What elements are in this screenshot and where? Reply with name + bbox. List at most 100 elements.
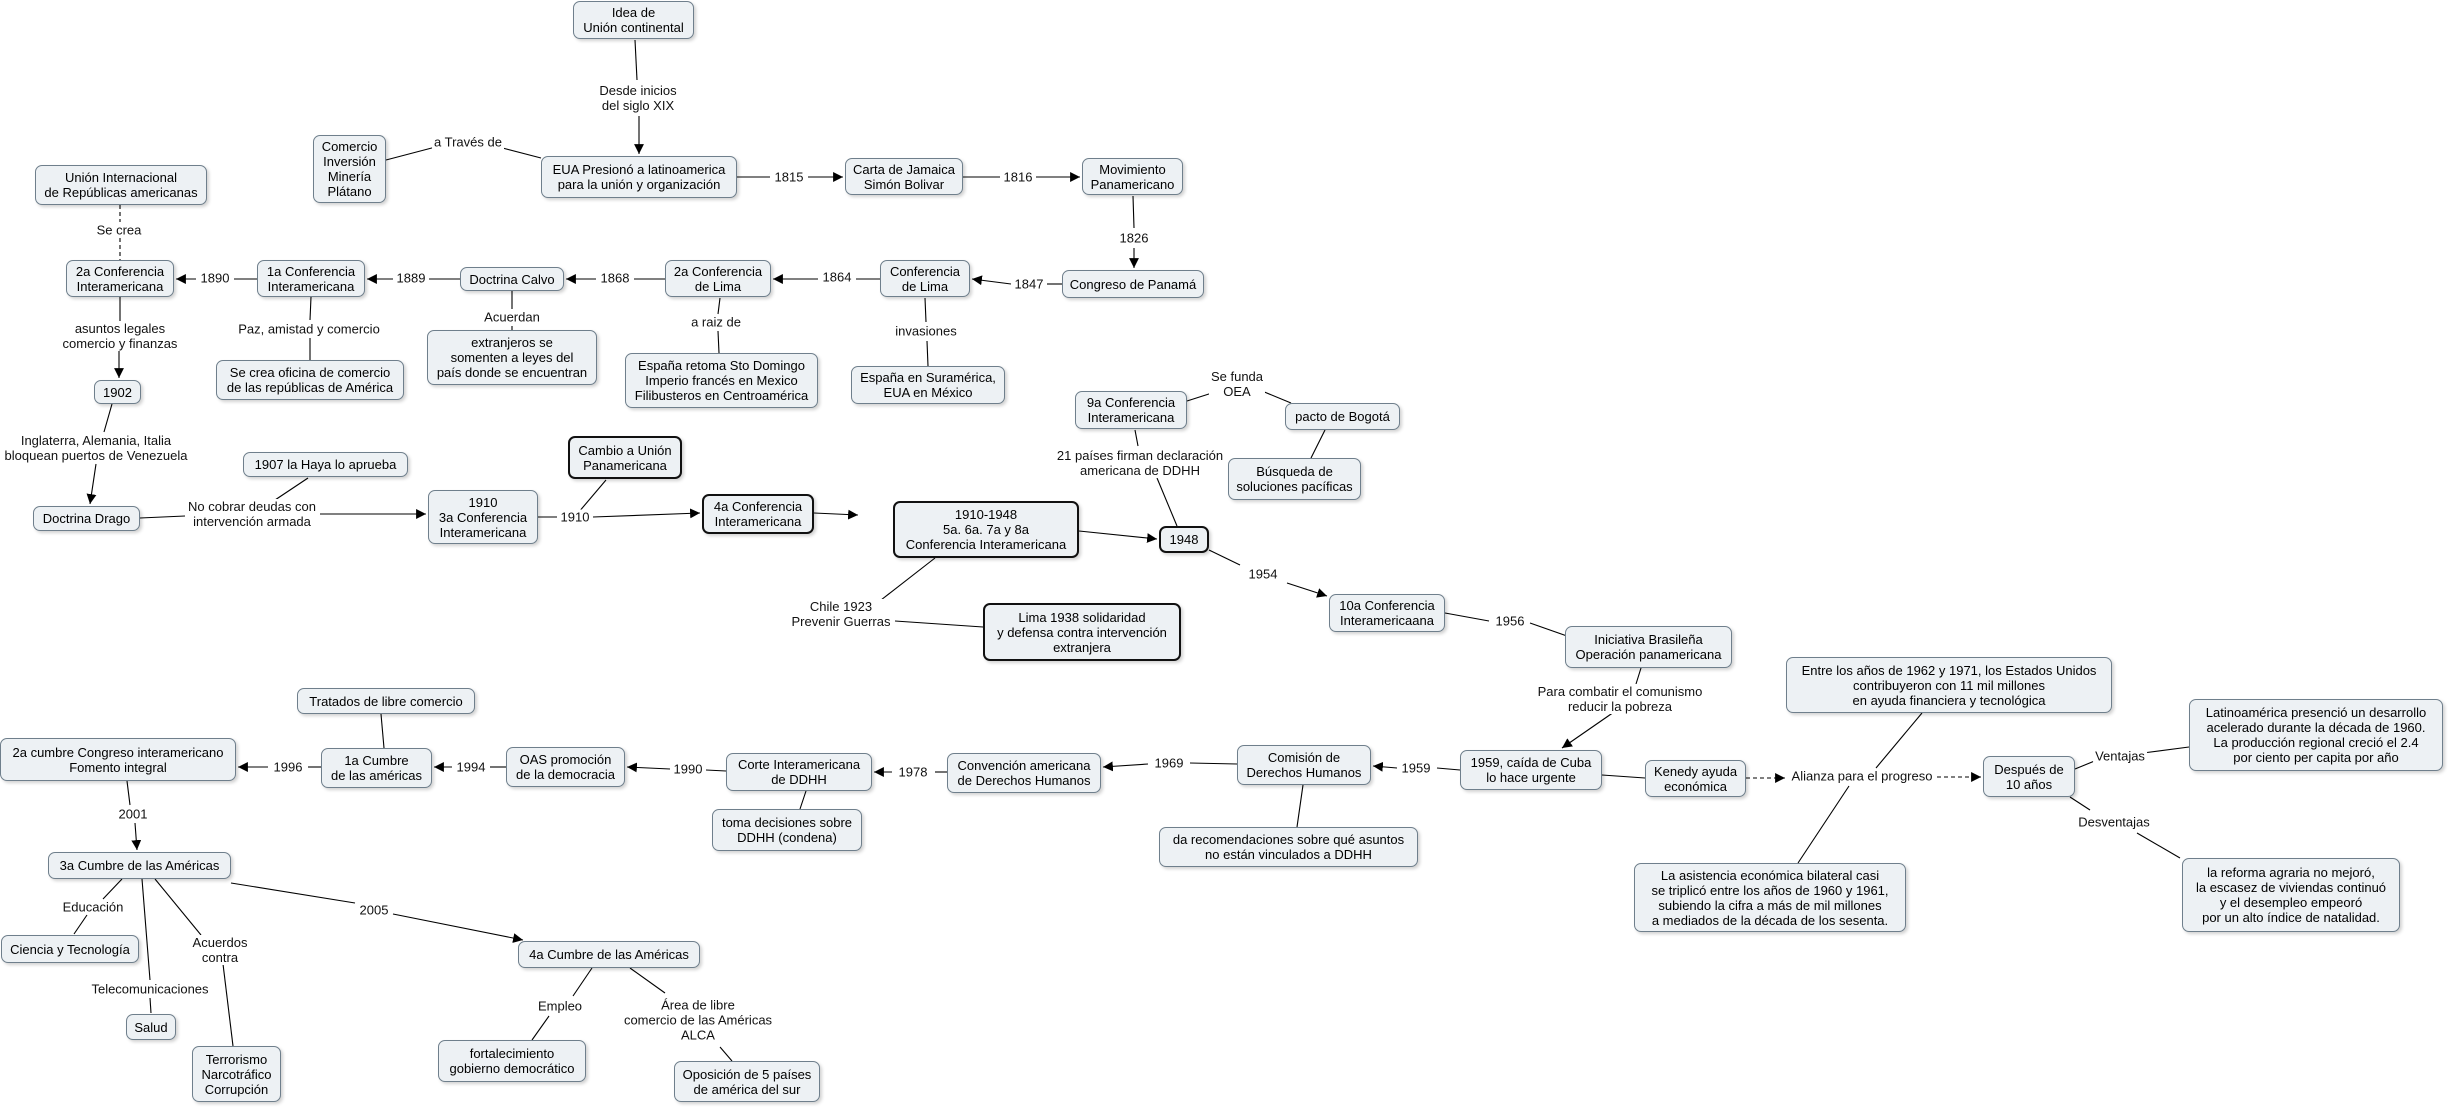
node-label: 1902 <box>103 384 132 400</box>
connector-line <box>1102 761 1149 772</box>
node-espana-suramerica[interactable]: España en Suramérica, EUA en México <box>851 366 1005 404</box>
node-comision-ddhh[interactable]: Comisión de Derechos Humanos <box>1237 745 1371 785</box>
node-9a-conferencia[interactable]: 9a Conferencia Interamericana <box>1075 391 1187 429</box>
connector-line <box>971 275 1012 286</box>
node-label: Congreso de Panamá <box>1069 276 1197 292</box>
node-tratados-libre-comercio[interactable]: Tratados de libre comercio <box>297 688 475 714</box>
node-reforma-agraria[interactable]: la reforma agraria no mejoró, la escasez… <box>2182 858 2400 932</box>
node-cambio-union-panamericana[interactable]: Cambio a Unión Panamericana <box>568 436 682 479</box>
connector-line <box>1132 195 1135 229</box>
node-label: 3a Cumbre de las Américas <box>59 858 220 873</box>
connector-line <box>154 878 202 936</box>
node-conferencia-lima[interactable]: Conferencia de Lima <box>880 260 970 297</box>
connector-line <box>126 780 131 806</box>
node-kenedy[interactable]: Kenedy ayuda económica <box>1645 760 1746 797</box>
node-1948[interactable]: 1948 <box>1159 526 1209 553</box>
node-2a-cumbre[interactable]: 2a cumbre Congreso interamericano Foment… <box>0 738 236 781</box>
node-entre-anos[interactable]: Entre los años de 1962 y 1971, los Estad… <box>1786 657 2112 713</box>
node-2a-conferencia-lima[interactable]: 2a Conferencia de Lima <box>665 260 771 297</box>
node-label: 2a cumbre Congreso interamericano Foment… <box>12 744 224 775</box>
node-latinoamerica-desarrollo[interactable]: Latinoamérica presenció un desarrollo ac… <box>2189 699 2443 771</box>
connector-line <box>392 913 524 943</box>
node-despues-10-anos[interactable]: Después de 10 años <box>1983 756 2075 797</box>
label-asuntos-legales: asuntos legales comercio y finanzas <box>60 321 180 351</box>
node-label: Doctrina Calvo <box>469 271 555 287</box>
node-3a-conferencia[interactable]: 1910 3a Conferencia Interamericana <box>428 490 538 544</box>
connector-line <box>1189 762 1238 765</box>
connector-line <box>380 713 385 749</box>
label-1994: 1994 <box>454 759 488 775</box>
node-label: Unión Internacional de Repúblicas americ… <box>44 170 198 200</box>
node-oficina-comercio[interactable]: Se crea oficina de comercio de las repúb… <box>216 360 404 400</box>
connector-line <box>230 882 356 904</box>
node-comercio-inversion[interactable]: Comercio Inversión Minería Plátano <box>313 135 386 203</box>
connector-line <box>2136 832 2181 859</box>
label-1864: 1864 <box>820 269 854 285</box>
label-se-crea: Se crea <box>94 222 144 238</box>
node-idea-union-continental[interactable]: Idea de Unión continental <box>573 1 694 39</box>
node-espana-retoma[interactable]: España retoma Sto Domingo Imperio francé… <box>625 353 818 408</box>
node-10a-conferencia[interactable]: 10a Conferencia Interamericaana <box>1329 594 1445 632</box>
node-eua-presiono[interactable]: EUA Presionó a latinoamerica para la uni… <box>541 156 737 198</box>
node-label: 2a Conferencia de Lima <box>673 263 763 294</box>
node-ciencia-tecnologia[interactable]: Ciencia y Tecnología <box>1 935 139 963</box>
connector-line <box>717 297 721 315</box>
connector-line <box>634 39 638 81</box>
node-movimiento-panamericano[interactable]: Movimiento Panamericano <box>1082 158 1183 195</box>
node-fortalecimiento[interactable]: fortalecimiento gobierno democrático <box>438 1040 586 1082</box>
connector-line <box>1208 549 1241 566</box>
node-pacto-bogota[interactable]: pacto de Bogotá <box>1285 403 1400 430</box>
connector-line <box>813 509 859 520</box>
node-1a-conferencia-interamericana[interactable]: 1a Conferencia Interamericana <box>257 260 365 297</box>
connector-line <box>880 557 936 601</box>
node-doctrina-drago[interactable]: Doctrina Drago <box>33 506 140 531</box>
node-asistencia-economica[interactable]: La asistencia económica bilateral casi s… <box>1634 863 1906 932</box>
node-1910-1948[interactable]: 1910-1948 5a. 6a. 7a y 8a Conferencia In… <box>893 501 1079 558</box>
node-4a-conferencia[interactable]: 4a Conferencia Interamericana <box>702 494 814 534</box>
label-1815: 1815 <box>772 169 806 185</box>
node-label: 1959, caída de Cuba lo hace urgente <box>1470 755 1592 785</box>
node-iniciativa-brasilena[interactable]: Iniciativa Brasileña Operación panameric… <box>1565 626 1732 668</box>
label-1910: 1910 <box>558 509 592 525</box>
node-label: Terrorismo Narcotráfico Corrupción <box>201 1051 272 1097</box>
label-1990: 1990 <box>671 761 705 777</box>
connector-line <box>271 477 309 503</box>
label-paz-amistad: Paz, amistad y comercio <box>236 321 382 337</box>
connector-line <box>1261 390 1292 404</box>
node-caida-cuba[interactable]: 1959, caída de Cuba lo hace urgente <box>1460 750 1602 790</box>
label-desde-inicios: Desde inicios del siglo XIX <box>597 83 679 113</box>
node-oas-democracia[interactable]: OAS promoción de la democracia <box>506 747 625 787</box>
node-carta-jamaica[interactable]: Carta de Jamaica Simón Bolivar <box>845 158 963 195</box>
label-1996: 1996 <box>271 759 305 775</box>
connector-line <box>629 967 666 994</box>
node-salud[interactable]: Salud <box>126 1014 176 1040</box>
node-toma-decisiones[interactable]: toma decisiones sobre DDHH (condena) <box>712 809 862 851</box>
node-oposicion-5-paises[interactable]: Oposición de 5 países de américa del sur <box>674 1061 820 1102</box>
connector-line <box>531 1015 550 1041</box>
node-label: Kenedy ayuda económica <box>1653 763 1738 794</box>
node-1a-cumbre[interactable]: 1a Cumbre de las américas <box>321 748 432 788</box>
label-1847: 1847 <box>1012 276 1046 292</box>
connector-line <box>572 967 593 997</box>
node-corte-interamericana[interactable]: Corte Interamericana de DDHH <box>726 753 872 791</box>
node-convencion-americana[interactable]: Convención americana de Derechos Humanos <box>947 753 1101 793</box>
node-label: Oposición de 5 países de américa del sur <box>682 1066 812 1097</box>
node-doctrina-calvo[interactable]: Doctrina Calvo <box>460 267 564 291</box>
node-lima-1938[interactable]: Lima 1938 solidaridad y defensa contra i… <box>983 603 1181 661</box>
connector-line <box>309 296 312 321</box>
node-label: la reforma agraria no mejoró, la escasez… <box>2195 865 2387 925</box>
node-2a-conferencia-interamericana[interactable]: 2a Conferencia Interamericana <box>66 260 174 297</box>
node-recomendaciones[interactable]: da recomendaciones sobre qué asuntos no … <box>1159 827 1418 867</box>
label-2001: 2001 <box>116 806 150 822</box>
node-union-internacional[interactable]: Unión Internacional de Repúblicas americ… <box>35 165 207 205</box>
node-3a-cumbre[interactable]: 3a Cumbre de las Américas <box>48 852 231 879</box>
node-extranjeros[interactable]: extranjeros se somenten a leyes del país… <box>427 330 597 385</box>
node-haya[interactable]: 1907 la Haya lo aprueba <box>243 452 408 477</box>
connector-line <box>2069 796 2091 811</box>
node-4a-cumbre[interactable]: 4a Cumbre de las Américas <box>518 941 700 968</box>
node-congreso-panama[interactable]: Congreso de Panamá <box>1062 270 1204 298</box>
node-terrorismo[interactable]: Terrorismo Narcotráfico Corrupción <box>192 1046 281 1102</box>
node-busqueda-soluciones[interactable]: Búsqueda de soluciones pacíficas <box>1228 458 1361 500</box>
node-1902[interactable]: 1902 <box>94 380 141 404</box>
